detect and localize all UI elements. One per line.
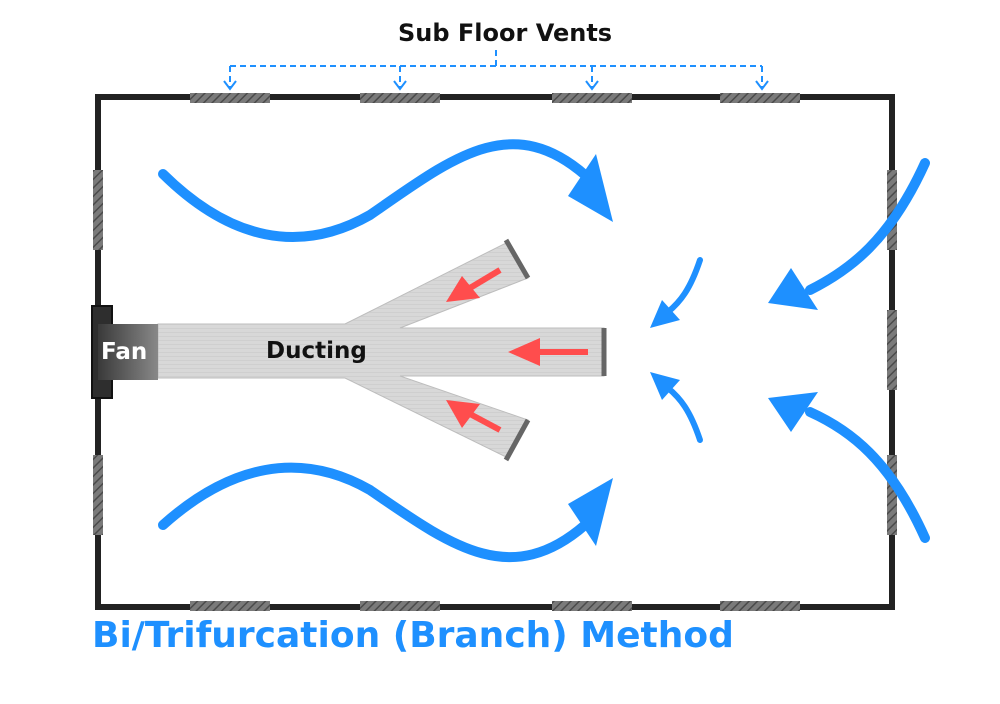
vent — [360, 93, 440, 103]
ducting-label: Ducting — [266, 338, 367, 364]
airflow-arrow — [665, 385, 703, 443]
vent — [887, 310, 897, 390]
vent — [190, 601, 270, 611]
duct-inlet — [503, 418, 531, 462]
airflow-arrows — [158, 139, 930, 563]
arrowhead — [768, 392, 818, 432]
airflow-arrow — [805, 407, 930, 543]
vent — [93, 455, 103, 535]
arrowhead — [768, 268, 818, 310]
suction-arrow-lower — [446, 400, 502, 433]
vent — [360, 601, 440, 611]
suction-arrow-middle — [508, 338, 588, 366]
vent — [552, 93, 632, 103]
arrowhead — [650, 300, 680, 328]
vent — [93, 170, 103, 250]
airflow-arrow — [158, 139, 590, 243]
airflow-arrow — [665, 257, 703, 315]
duct-inlet — [503, 238, 531, 280]
method-title: Bi/Trifurcation (Branch) Method — [92, 615, 734, 656]
arrowhead — [650, 372, 680, 400]
arrowhead — [568, 154, 613, 222]
vent — [720, 601, 800, 611]
left-vents — [93, 170, 103, 535]
suction-arrow-upper — [446, 267, 502, 302]
vent — [552, 601, 632, 611]
vent — [887, 170, 897, 250]
top-vents — [190, 93, 800, 103]
fan-label: Fan — [101, 339, 148, 365]
airflow-arrowheads — [568, 154, 818, 546]
airflow-arrow — [158, 462, 590, 563]
airflow-arrow — [805, 158, 930, 295]
vents-label: Sub Floor Vents — [398, 19, 613, 47]
vent — [190, 93, 270, 103]
vent — [887, 455, 897, 535]
ducting — [157, 238, 607, 462]
fan — [91, 305, 158, 399]
vent — [720, 93, 800, 103]
arrowhead — [568, 478, 613, 546]
vents-callout — [223, 50, 769, 91]
right-vents — [887, 170, 897, 535]
bottom-vents — [190, 601, 800, 611]
suction-arrows — [446, 267, 588, 433]
